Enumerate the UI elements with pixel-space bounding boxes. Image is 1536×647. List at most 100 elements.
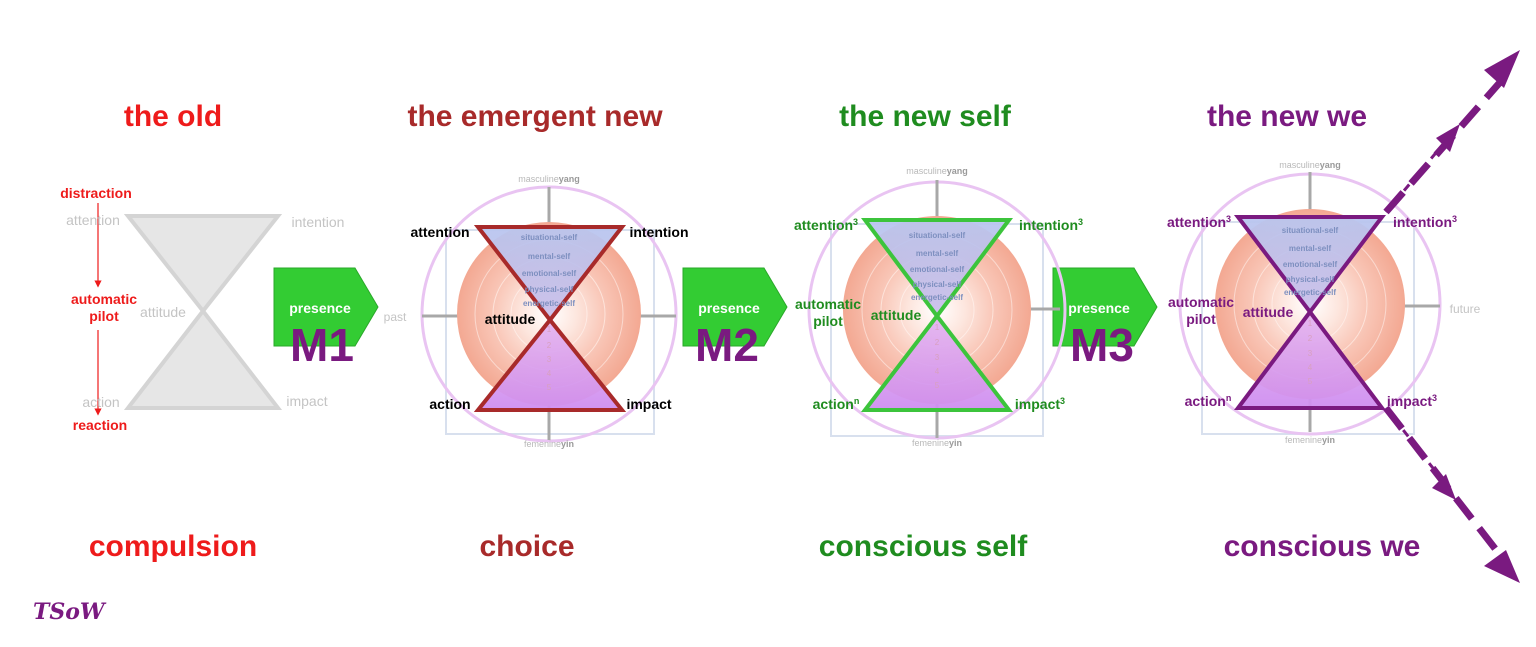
heading-new-we: the new we (1207, 100, 1367, 133)
footer-conscious-we: conscious we (1224, 530, 1421, 563)
layer-label: physical-self (913, 280, 962, 289)
layer-number: 4 (935, 367, 940, 376)
axis-yang-label: masculineyang (1279, 160, 1341, 170)
attention-label: attention (66, 212, 120, 228)
diverging-arrows (1383, 50, 1520, 583)
layer-label: emotional-self (1283, 260, 1338, 269)
attitude-label: attitude (1243, 304, 1294, 320)
heading-the-old: the old (124, 100, 222, 133)
intention-label: intention3 (1393, 214, 1457, 230)
impact-label: impact3 (1387, 393, 1437, 409)
presence-label: presence (698, 300, 760, 316)
hourglass-bottom (473, 316, 627, 412)
layer-label: situational-self (909, 231, 966, 240)
presence-arrow-1: presence M1 (273, 267, 379, 371)
footer-compulsion: compulsion (89, 530, 257, 563)
layer-number: 2 (1308, 334, 1313, 343)
layer-number: 2 (935, 338, 940, 347)
hourglass-bottom (860, 312, 1014, 412)
layer-label: mental-self (1289, 244, 1332, 253)
pilot-label: pilot (89, 308, 119, 324)
intention-label: intention (629, 224, 688, 240)
layer-number: 5 (1308, 377, 1313, 386)
automatic-label: automatic (1168, 294, 1234, 310)
pilot-label: pilot (1186, 311, 1216, 327)
presence-label: presence (1068, 300, 1130, 316)
layer-number: 4 (547, 369, 552, 378)
distraction-label: distraction (60, 185, 132, 201)
reaction-label: reaction (73, 417, 127, 433)
intention-label: intention3 (1019, 217, 1083, 233)
layer-label: emotional-self (522, 269, 577, 278)
old-hourglass-bottom (123, 307, 283, 410)
attitude-label: attitude (485, 311, 536, 327)
footer-choice: choice (479, 530, 574, 563)
arrow-shape (273, 267, 379, 347)
action-label: actionn (1185, 393, 1232, 409)
automatic-label: automatic (795, 296, 861, 312)
layer-number: 1 (1308, 319, 1313, 328)
layer-number: 3 (1308, 349, 1313, 358)
layer-label: physical-self (525, 285, 574, 294)
intention-label: intention (292, 214, 345, 230)
layer-label: physical-self (1286, 275, 1335, 284)
m2-label: M2 (695, 319, 759, 371)
layer-label: situational-self (1282, 226, 1339, 235)
hourglass-bottom (1234, 308, 1386, 410)
axis-yin-label: femenineyin (912, 438, 962, 448)
tsow-logo: TSoW (33, 599, 107, 625)
axis-past-label: past (384, 310, 407, 324)
attention-label: attention3 (794, 217, 858, 233)
layer-label: energetic-self (523, 299, 575, 308)
old-panel: distraction attention intention automati… (60, 185, 344, 433)
old-hourglass-top (123, 214, 283, 315)
small-arrow-head-up (1436, 124, 1460, 152)
small-arrow-head-down (1432, 474, 1456, 500)
emergent-panel: situational-self mental-self emotional-s… (384, 174, 689, 449)
arrow-shape (1052, 267, 1158, 347)
layer-number: 5 (935, 381, 940, 390)
heading-emergent-new: the emergent new (407, 100, 663, 133)
self-panel: situational-self mental-self emotional-s… (794, 166, 1083, 448)
arrow-shape (682, 267, 788, 347)
presence-label: presence (289, 300, 351, 316)
heading-new-self: the new self (839, 100, 1012, 133)
presence-arrow-2: presence M2 (682, 267, 788, 371)
layer-number: 4 (1308, 363, 1313, 372)
arrow-head-up (1484, 50, 1520, 88)
attention-label: attention (410, 224, 469, 240)
hourglass-top (473, 225, 627, 324)
action-label: action (429, 396, 470, 412)
layer-label: mental-self (528, 252, 571, 261)
impact-label: impact (286, 393, 327, 409)
m1-label: M1 (290, 319, 354, 371)
pilot-label: pilot (813, 313, 843, 329)
axis-yin-label: femenineyin (524, 439, 574, 449)
footers: compulsion choice conscious self conscio… (89, 530, 1421, 563)
hourglass-top (1233, 215, 1387, 316)
action-label: action (82, 394, 119, 410)
layer-number: 2 (547, 341, 552, 350)
action-label: actionn (813, 396, 860, 412)
layer-number: 3 (935, 353, 940, 362)
layer-number: 1 (547, 325, 552, 334)
m3-label: M3 (1070, 319, 1134, 371)
hourglass-top (861, 218, 1013, 320)
layer-number: 5 (547, 383, 552, 392)
layer-number: 1 (935, 323, 940, 332)
presence-arrow-3: presence M3 (1052, 267, 1158, 371)
layer-label: mental-self (916, 249, 959, 258)
axis-future-label: future (1450, 302, 1481, 316)
layer-label: energetic-self (1284, 288, 1336, 297)
arrow-head-down (1484, 550, 1520, 583)
layer-label: situational-self (521, 233, 578, 242)
attitude-label: attitude (140, 304, 186, 320)
layer-number: 3 (547, 355, 552, 364)
axis-yin-label: femenineyin (1285, 435, 1335, 445)
impact-label: impact3 (1015, 396, 1065, 412)
footer-conscious-self: conscious self (819, 530, 1028, 563)
attitude-label: attitude (871, 307, 922, 323)
headings: the old the emergent new the new self th… (124, 100, 1367, 133)
automatic-label: automatic (71, 291, 137, 307)
